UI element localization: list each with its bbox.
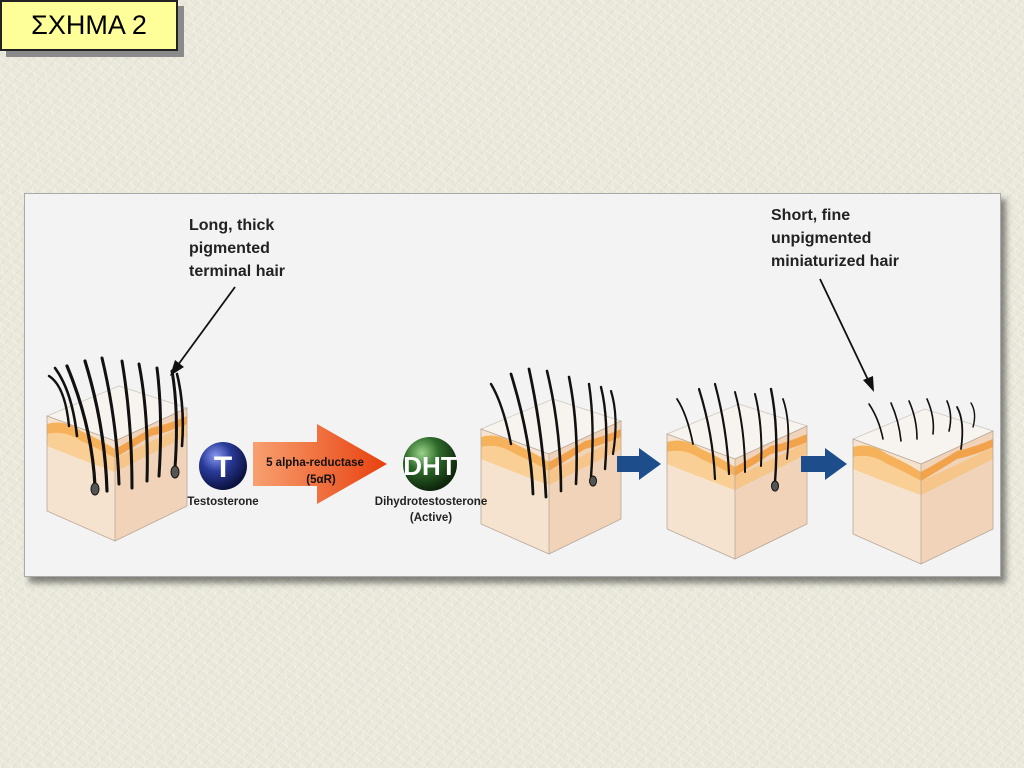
terminal-hair-label: Long, thick pigmented terminal hair	[189, 214, 285, 283]
terminal-hair-label-line3: terminal hair	[189, 263, 286, 280]
dht-label-line1: Dihydrotestosterone	[374, 496, 488, 508]
dht-label: Dihydrotestosterone (Active)	[357, 494, 505, 526]
miniaturized-hair-label: Short, fine unpigmented miniaturized hai…	[771, 204, 899, 273]
skin-block-stage2	[480, 367, 622, 555]
enzyme-label-line2: (5αR)	[306, 474, 336, 486]
enzyme-arrow	[253, 424, 387, 504]
terminal-hair-label-line2: pigmented	[189, 240, 270, 257]
miniaturized-hair-label-line1: Short, fine	[771, 207, 851, 224]
skin-block-terminal	[46, 356, 188, 542]
miniaturized-hair-arrow	[819, 278, 871, 385]
testosterone-symbol: T	[214, 451, 232, 484]
testosterone-label: Testosterone	[187, 496, 259, 508]
dht-sphere	[403, 437, 457, 491]
testosterone-sphere	[199, 442, 247, 490]
progression-arrow-1	[617, 448, 661, 480]
terminal-hair-label-line1: Long, thick	[189, 217, 275, 234]
miniaturized-hair-label-line2: unpigmented	[771, 230, 872, 247]
hair-miniaturization-diagram: T 5 alpha-reductase (5αR) DHT	[24, 193, 1001, 577]
slide-title: ΣΧΗΜΑ 2	[0, 0, 178, 51]
skin-block-miniaturized	[852, 398, 994, 565]
miniaturized-hair-label-line3: miniaturized hair	[771, 253, 900, 270]
dht-label-line2: (Active)	[409, 512, 453, 524]
enzyme-label-line1: 5 alpha-reductase	[266, 457, 364, 469]
skin-block-stage3	[666, 382, 808, 560]
progression-arrow-2	[801, 448, 847, 480]
dht-symbol: DHT	[403, 451, 457, 481]
terminal-hair-arrow	[174, 286, 236, 370]
